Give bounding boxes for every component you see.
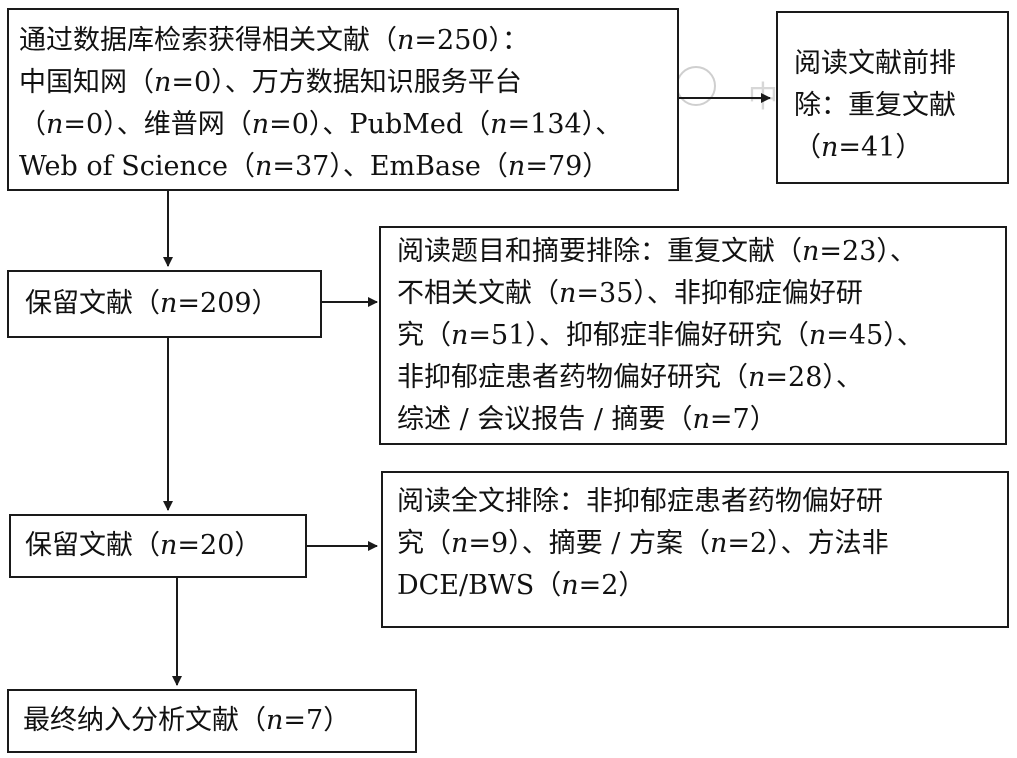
retained-box-2: 保留文献（n=20）: [9, 514, 307, 578]
exclusion-ft-line-1: 阅读全文排除：非抑郁症患者药物偏好研: [397, 486, 883, 517]
exclusion-before-reading-box: 阅读文献前排 除：重复文献 （n=41）: [776, 11, 1009, 184]
exclusion-before-line-1: 阅读文献前排: [794, 48, 956, 79]
identification-box: 通过数据库检索获得相关文献（n=250）： 中国知网（n=0）、万方数据知识服务…: [7, 8, 679, 191]
exclusion-ta-line-1: 阅读题目和摘要排除：重复文献（n=23）、: [397, 236, 917, 267]
retained-2-label: 保留文献（n=20）: [25, 530, 262, 561]
exclusion-full-text-box: 阅读全文排除：非抑郁症患者药物偏好研 究（n=9）、摘要 / 方案（n=2）、方…: [381, 471, 1009, 628]
exclusion-ta-line-2: 不相关文献（n=35）、非抑郁症偏好研: [397, 278, 863, 309]
exclusion-before-line-3: （n=41）: [794, 132, 923, 163]
identification-line-2: 中国知网（n=0）、万方数据知识服务平台: [19, 67, 522, 98]
final-included-box: 最终纳入分析文献（n=7）: [7, 689, 417, 753]
exclusion-ft-line-3: DCE/BWS（n=2）: [397, 570, 646, 601]
final-label: 最终纳入分析文献（n=7）: [23, 705, 351, 736]
exclusion-ft-line-2: 究（n=9）、摘要 / 方案（n=2）、方法非: [397, 528, 889, 559]
identification-line-4: Web of Science（n=37）、EmBase（n=79）: [19, 151, 610, 182]
identification-line-1: 通过数据库检索获得相关文献（n=250）：: [19, 25, 530, 56]
exclusion-ta-line-3: 究（n=51）、抑郁症非偏好研究（n=45）、: [397, 320, 924, 351]
retained-1-label: 保留文献（n=209）: [25, 288, 279, 319]
retained-box-1: 保留文献（n=209）: [7, 270, 322, 338]
exclusion-ta-line-4: 非抑郁症患者药物偏好研究（n=28）、: [397, 362, 863, 393]
exclusion-before-line-2: 除：重复文献: [794, 90, 956, 121]
exclusion-ta-line-5: 综述 / 会议报告 / 摘要（n=7）: [397, 404, 777, 435]
identification-line-3: （n=0）、维普网（n=0）、PubMed（n=134）、: [19, 109, 623, 140]
exclusion-title-abstract-box: 阅读题目和摘要排除：重复文献（n=23）、 不相关文献（n=35）、非抑郁症偏好…: [379, 226, 1007, 445]
